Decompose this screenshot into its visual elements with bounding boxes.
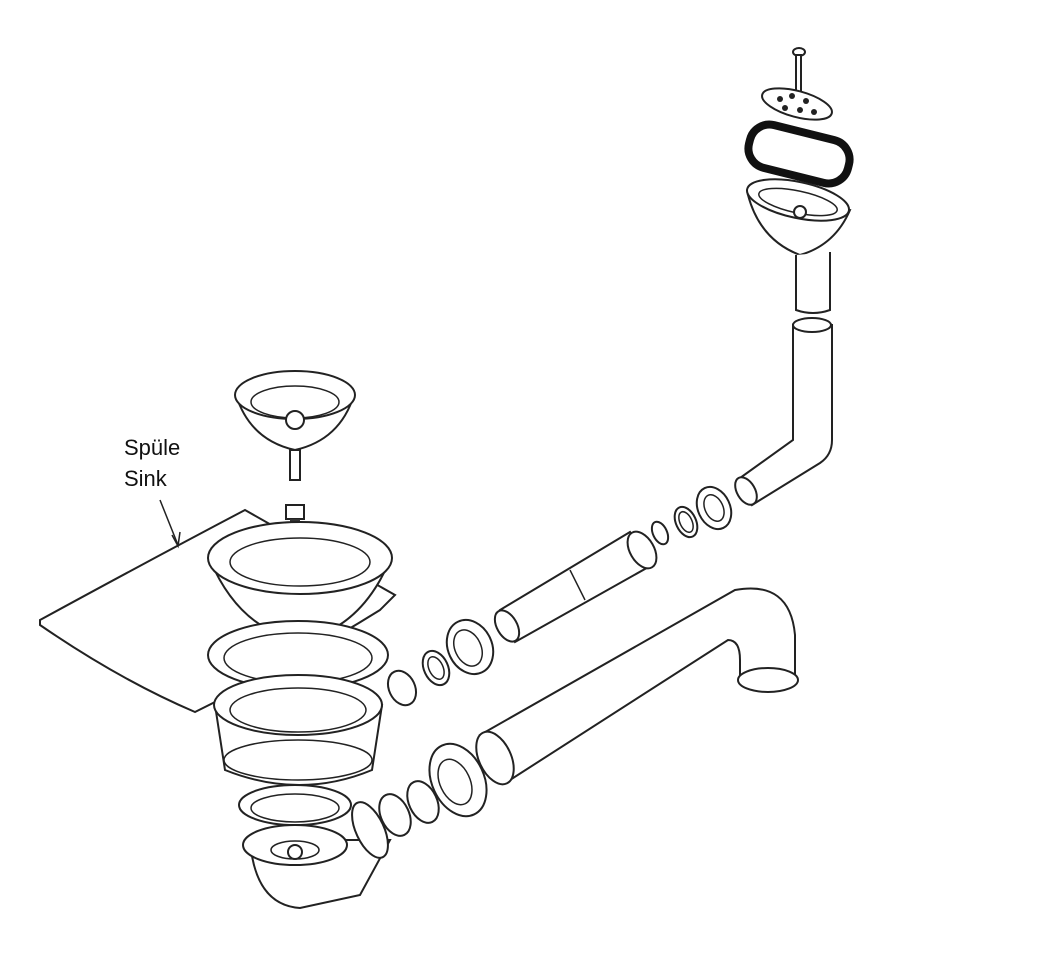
overflow-tube-elbow xyxy=(734,317,833,507)
overflow-hose-nut xyxy=(445,618,495,676)
overflow-hose-ring-2 xyxy=(386,669,418,707)
trap xyxy=(242,801,392,910)
sink-label-arrow xyxy=(159,499,181,549)
strainer-basket xyxy=(234,370,356,481)
drain-body xyxy=(213,674,384,786)
drain-pipe xyxy=(475,587,799,786)
overflow-screw xyxy=(792,47,806,96)
drain-pipe-ring-1 xyxy=(406,780,440,824)
overflow-cover-plate xyxy=(761,87,833,121)
overflow-tube-upper xyxy=(795,252,831,314)
sink-flange xyxy=(207,521,393,642)
sink-label-german: Spüle xyxy=(124,435,181,460)
overflow-gasket xyxy=(744,120,854,188)
sink-label-english: Sink xyxy=(124,466,167,491)
overflow-hose-ring-1 xyxy=(421,649,451,687)
drain-pipe-ring-2 xyxy=(378,793,412,837)
drain-pipe-nut xyxy=(428,742,488,818)
overflow-ring-1 xyxy=(673,505,699,539)
overflow-hose xyxy=(493,530,658,644)
overflow-ring-2 xyxy=(650,520,670,546)
body-nut xyxy=(238,784,352,826)
overflow-nut xyxy=(695,485,733,531)
